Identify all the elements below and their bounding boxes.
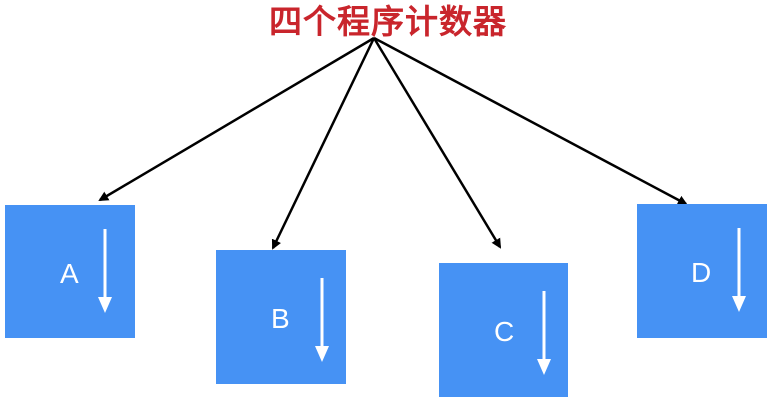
pc-box-b-label: B: [271, 303, 290, 334]
pc-box-a-down-arrow-icon: [98, 229, 112, 313]
pc-box-c-down-arrow-icon: [537, 291, 551, 375]
pc-box-a-label: A: [60, 258, 79, 289]
pc-box-a: A: [5, 205, 135, 338]
pc-box-d-label: D: [691, 257, 712, 288]
connector-arrow-a: [98, 36, 375, 202]
connector-arrow-c: [372, 37, 502, 249]
pc-box-c-label: C: [494, 316, 515, 347]
diagram-title: 四个程序计数器: [269, 2, 507, 41]
pc-box-d-down-arrow-icon: [732, 228, 746, 312]
pc-box-b: B: [216, 250, 346, 384]
pc-box-d: D: [637, 204, 767, 338]
pc-box-b-down-arrow-icon: [315, 278, 329, 362]
pc-box-c: C: [439, 263, 568, 397]
connector-arrow-d: [373, 36, 688, 206]
connector-arrow-b: [271, 37, 376, 250]
